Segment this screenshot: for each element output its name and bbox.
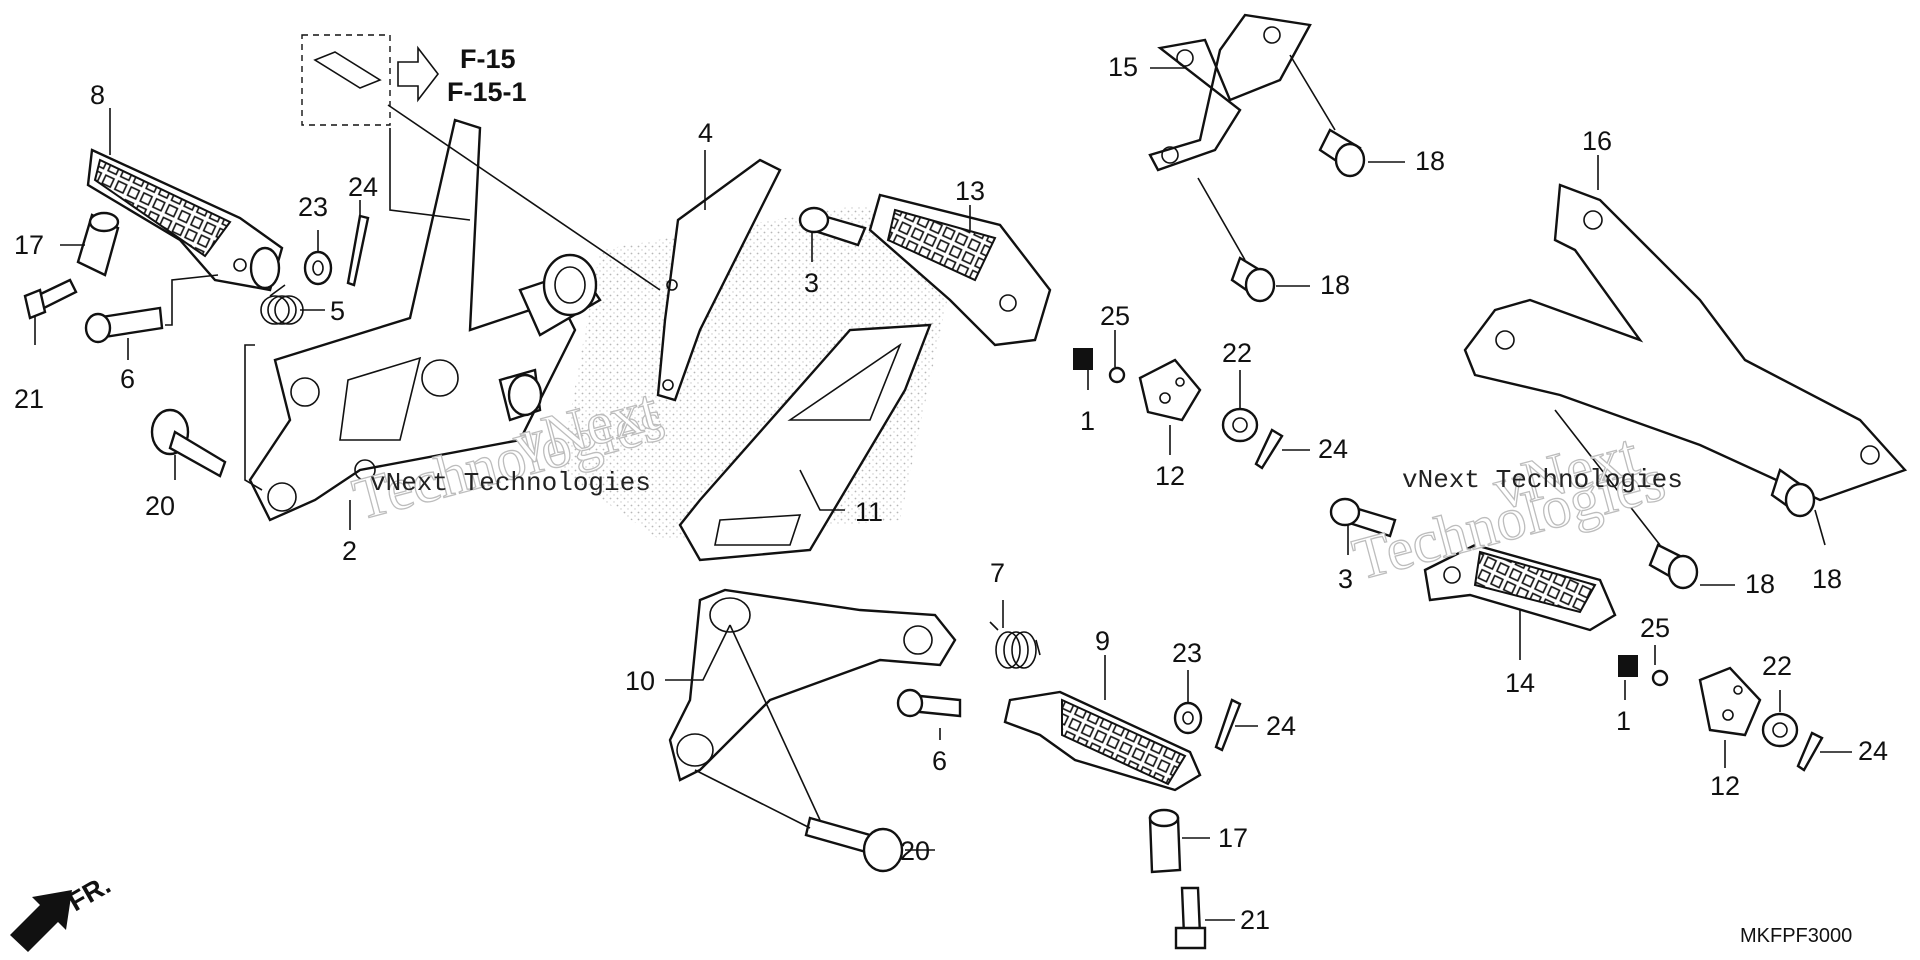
arrow-right-icon: [397, 45, 440, 103]
footpeg-8: [86, 148, 284, 292]
label-12-top[interactable]: 12: [1155, 461, 1185, 491]
label-20-lower[interactable]: 20: [900, 836, 930, 866]
footpeg-14: [1423, 543, 1617, 632]
part-labels: 8 17 21 6 23 24 5 20 2 4 3 11 13 25 1 12…: [14, 52, 1888, 935]
watermark-text-left: vNext Technologies: [370, 468, 651, 498]
plate-12-right: [1698, 666, 1762, 737]
label-17-left[interactable]: 17: [14, 230, 44, 260]
spring-5: [260, 284, 304, 325]
heel-guard-4: [656, 158, 782, 402]
ref-f15[interactable]: F-15: [460, 44, 516, 74]
step-bracket-plate: [248, 118, 577, 522]
leader-lines: [34, 54, 1852, 921]
label-10[interactable]: 10: [625, 666, 655, 696]
label-6-lower[interactable]: 6: [932, 746, 947, 776]
label-17-lower[interactable]: 17: [1218, 823, 1248, 853]
washer-23-left: [303, 250, 333, 286]
label-20-left[interactable]: 20: [145, 491, 175, 521]
washer-22-top: [1221, 407, 1259, 443]
front-label: FR.: [63, 869, 116, 917]
label-11[interactable]: 11: [855, 497, 883, 527]
heel-guard-11: [678, 323, 932, 562]
label-23-left[interactable]: 23: [298, 192, 328, 222]
label-22-top[interactable]: 22: [1222, 338, 1252, 368]
spring-1-right: [1618, 655, 1669, 687]
label-3-right[interactable]: 3: [1338, 564, 1353, 594]
washer-22-right: [1761, 712, 1799, 748]
label-24-right[interactable]: 24: [1858, 736, 1888, 766]
bolt-18-a: [1318, 128, 1366, 178]
spring-7: [989, 621, 1041, 669]
cotter-pin-24-lower: [1214, 698, 1242, 752]
label-15[interactable]: 15: [1108, 52, 1138, 82]
label-16[interactable]: 16: [1582, 126, 1612, 156]
bolt-20-left: [150, 408, 227, 478]
bracket-10: [668, 588, 957, 782]
spring-1-top: [1073, 348, 1126, 384]
label-25-top[interactable]: 25: [1100, 301, 1130, 331]
label-24-lower[interactable]: 24: [1266, 711, 1296, 741]
label-18-d[interactable]: 18: [1812, 564, 1842, 594]
bolt-20-lower: [804, 816, 904, 873]
label-18-b[interactable]: 18: [1320, 270, 1350, 300]
label-21-left[interactable]: 21: [14, 384, 44, 414]
washer-23-lower: [1173, 701, 1203, 735]
label-9[interactable]: 9: [1095, 626, 1110, 656]
label-8[interactable]: 8: [90, 80, 105, 110]
bolt-21-lower: [1174, 886, 1207, 950]
label-14[interactable]: 14: [1505, 668, 1535, 698]
plate-12-top: [1138, 358, 1202, 422]
arrow-down-left-icon: [10, 890, 72, 952]
label-3-top[interactable]: 3: [804, 268, 819, 298]
drawing-code: MKFPF3000: [1740, 925, 1852, 947]
bolt-18-b: [1230, 256, 1276, 303]
pin-3-right: [1329, 497, 1397, 538]
bracket-16: [1463, 183, 1908, 502]
label-18-c[interactable]: 18: [1745, 569, 1775, 599]
label-24-top[interactable]: 24: [1318, 434, 1348, 464]
label-25-right[interactable]: 25: [1640, 613, 1670, 643]
cotter-pin-24-top: [1254, 428, 1284, 470]
bolt-18-d: [1648, 543, 1699, 590]
footpeg-13: [868, 193, 1052, 347]
bolt-21-left: [23, 278, 78, 320]
label-12-right[interactable]: 12: [1710, 771, 1740, 801]
label-18-a[interactable]: 18: [1415, 146, 1445, 176]
footpeg-9: [1003, 690, 1202, 792]
label-4[interactable]: 4: [698, 118, 713, 148]
label-23-lower[interactable]: 23: [1172, 638, 1202, 668]
watermark-text-right: vNext Technologies: [1402, 465, 1683, 495]
label-1-top[interactable]: 1: [1080, 406, 1095, 436]
label-22-right[interactable]: 22: [1762, 651, 1792, 681]
front-indicator: FR.: [10, 869, 116, 952]
pivot-boss: [498, 253, 602, 422]
label-5[interactable]: 5: [330, 296, 345, 326]
pin-6-left: [84, 306, 164, 344]
collar-17-lower: [1148, 808, 1182, 874]
bracket-15: [1148, 13, 1312, 172]
reference-box: F-15 F-15-1: [301, 34, 527, 126]
cotter-pin-24-left: [346, 214, 370, 287]
bolt-18-c: [1770, 468, 1816, 518]
pin-3-top: [798, 206, 867, 247]
label-21-lower[interactable]: 21: [1240, 905, 1270, 935]
label-1-right[interactable]: 1: [1616, 706, 1631, 736]
label-6-left[interactable]: 6: [120, 364, 135, 394]
label-24-left[interactable]: 24: [348, 172, 378, 202]
ref-f15-1[interactable]: F-15-1: [447, 77, 527, 107]
label-2[interactable]: 2: [342, 536, 357, 566]
label-7[interactable]: 7: [990, 558, 1005, 588]
pin-6-lower: [896, 688, 962, 718]
collar-17-left: [76, 211, 120, 277]
label-13[interactable]: 13: [955, 176, 985, 206]
cotter-pin-24-right: [1796, 731, 1824, 772]
